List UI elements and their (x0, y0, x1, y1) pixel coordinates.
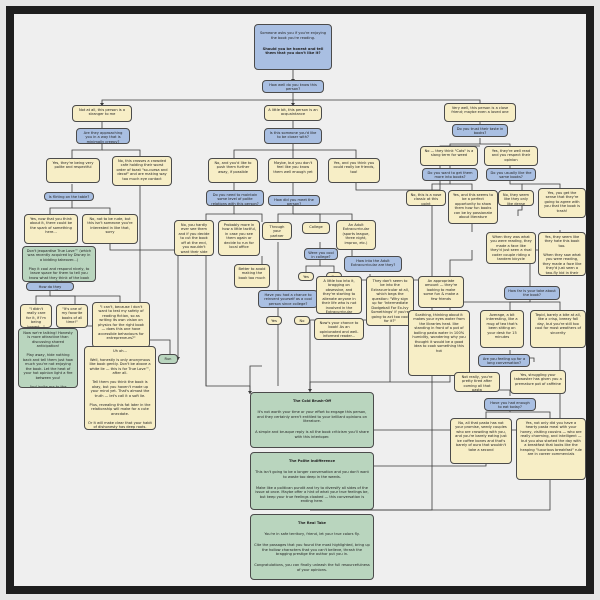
a-no-nose: No, this is a nose classic at this point (406, 190, 446, 206)
q-how-well: Do you need to maintain some level of po… (206, 190, 264, 206)
m-college: College (302, 222, 330, 234)
a-yes-seen: Yes, they seem like they hate this book … (538, 232, 586, 276)
q-have-enough: Have you had enough to eat today? (484, 398, 536, 411)
outcome-real-body2: Cite the passages that you found the mos… (254, 543, 370, 557)
start-line2: Should you be honest and tell them that … (262, 46, 324, 56)
a-little: A little bit, this person is an acquaint… (264, 105, 322, 121)
q-want-read: Do you want to get them more into books? (422, 168, 478, 181)
a-yes-only: Yes, not only did you have a hearty past… (516, 418, 586, 480)
a-no-all: No, all that pasta has not your promise,… (450, 418, 512, 464)
start-line1: Someone asks you if you're enjoying the … (259, 31, 327, 40)
q-adult: How into the Adult Extracurricular are t… (344, 256, 402, 272)
outcome-real: The Real Take You're in safe territory, … (250, 514, 374, 580)
start-question: Someone asks you if you're enjoying the … (254, 24, 332, 70)
a-yes-struggle: Yes, struggling your tabwaster has given… (510, 370, 566, 394)
a-yes-desire: Yes, and this seems to be a perfect oppo… (448, 190, 498, 224)
outcome-polite-body1: This isn't going to be a longer conversa… (255, 470, 369, 479)
now-chance: Now's your chance to book! As an opinion… (314, 318, 364, 340)
a-yes-friends: Yes, and you think you could really be f… (328, 158, 380, 183)
q-meet: How did you meet the person? (268, 195, 320, 206)
run: Run (158, 354, 178, 364)
m-acq: An Adult Extracurricular (sports league,… (336, 220, 376, 250)
uh-oh: Uh oh... Well, honestly is only anonymou… (84, 346, 156, 430)
a-they-seem: They don't seem to be into the Extracurr… (366, 276, 414, 326)
a-little-too: A little too into it, bragging on obsess… (316, 276, 362, 314)
t-no-they: No — they think "Cats" is a slang term f… (420, 146, 478, 166)
q-flirt: Is flirting on the table? (44, 192, 94, 201)
t-yes-read: Yes, they're well read and you respect t… (484, 146, 538, 166)
a-probably: Probably more in how a little tactful, i… (218, 220, 260, 256)
q-usually: Do you usually like the same books? (486, 168, 536, 181)
a-family: No, you hardly ever see them and if you … (174, 220, 214, 256)
a-average: Average, a bit interesting, like a mug o… (480, 310, 524, 348)
outcome-polite: The Polite Indifference This isn't going… (250, 452, 374, 510)
outcome-real-body1: You're in safe territory, friend, let yo… (264, 532, 360, 537)
outcome-cold-body2: A simple and brusque reply is all the bo… (255, 430, 369, 439)
outcome-cold: The Cold Brush-Off It's not worth your t… (250, 392, 374, 448)
a-creepy: No, this crosses a crowded cafe holding … (112, 156, 172, 186)
a-rude: No, not to be rude, but this isn't someo… (82, 214, 138, 244)
a-yes-get: Yes, you get the sense that they're goin… (538, 188, 586, 218)
q-reinvent: Have you had a chance to reinvent yourse… (258, 290, 318, 308)
a-nice: Yes, now that you think about it, there … (24, 214, 78, 244)
outcome-polite-title: The Polite Indifference (288, 459, 336, 464)
a-cant: "I can't, because I don't want to test m… (92, 302, 150, 348)
a-boss: Better to avoid making the book too much (234, 264, 270, 288)
a-scathing: Scathing, thinking about it makes your e… (408, 310, 470, 376)
q-how-far: How far is your take about the book? (504, 286, 560, 300)
a-fav: "It's one of my favorite books of all ti… (56, 304, 88, 328)
q-trust: Do you trust their taste in books? (452, 124, 508, 137)
ans-yes-2: Yes (266, 316, 282, 325)
green-bottom-left: Now we're talking! Honesty is more attra… (18, 328, 78, 388)
ans-yes-1: Yes (298, 272, 314, 281)
outcome-polite-body2: Make like a politican pundit and try to … (255, 485, 369, 504)
a-lying: "I didn't really care for it, if I'm bei… (20, 304, 52, 328)
q-you-relaxed: Were you cool in college? (304, 248, 338, 260)
outcome-cold-title: The Cold Brush-Off (292, 399, 332, 404)
q-know: How well do you know this person? (262, 80, 324, 93)
a-no-push: No, and you'd like to push them further … (208, 158, 258, 183)
a-stranger: Not at all, this person is a stranger to… (72, 105, 132, 122)
a-close: Very well, this person is a close friend… (444, 103, 516, 122)
a-not-really: Not really, you're pretty tired after co… (454, 372, 500, 392)
q-feeling: Are you feeling up for a long conversati… (478, 354, 530, 367)
q-approach: Are they approaching you in a way that i… (76, 128, 130, 144)
q-respond: How do they respond? (26, 282, 74, 291)
a-polite: Yes, they're being very polite and respe… (46, 158, 100, 183)
outcome-cold-body1: It's not worth your time or your effort … (257, 410, 367, 424)
flowchart: Someone asks you if you're enjoying the … (10, 10, 590, 590)
outcome-real-body3: Congratulations, you can finally unleash… (254, 563, 370, 572)
outcome-real-title: The Real Take (298, 521, 326, 526)
ans-no-2: No (294, 316, 310, 325)
a-no-they-seem: No, they seem like they only like dense … (498, 190, 534, 206)
a-maybe: Maybe, but you don't feel like you know … (268, 158, 318, 183)
m-through: Through your partner (262, 222, 292, 240)
a-appropriate: An appropriate amount — they're looking … (418, 276, 464, 308)
a-tepid: Tepid, barely a bite at all, like a cris… (530, 310, 586, 348)
green-truelove: Don't jeopardise True Love™ (which was r… (22, 246, 96, 282)
q-want: Is this someone you'd like to be closer … (264, 128, 322, 144)
when-they: When they was what you were reading, the… (486, 232, 536, 264)
